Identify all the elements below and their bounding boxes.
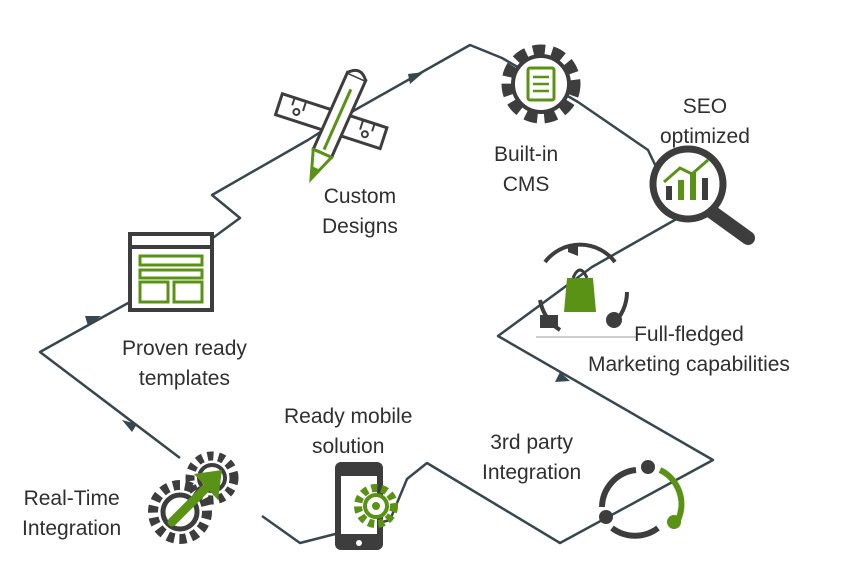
step-label-line: Built-in xyxy=(494,143,559,166)
mobile-gear-icon xyxy=(335,462,398,550)
marketing-cycle-icon xyxy=(536,242,637,338)
step-label-line: SEO xyxy=(682,95,728,118)
real-time-integration-gears-icon xyxy=(148,451,239,544)
step-label-line: Integration xyxy=(482,461,582,484)
seo-magnifier-chart-icon xyxy=(649,145,755,245)
step-label-proven-templates: Proven ready templates xyxy=(122,334,247,394)
step-label-built-in-cms: Built-in CMS xyxy=(494,140,558,200)
step-label-line: Proven ready xyxy=(122,337,247,360)
third-party-integration-icon xyxy=(599,460,685,539)
step-label-custom-designs: Custom Designs xyxy=(322,182,398,242)
flow-arrow-head xyxy=(408,72,424,84)
step-label-line: Designs xyxy=(322,215,398,238)
step-label-marketing: Full-fledged Marketing capabilities xyxy=(588,320,790,380)
step-label-line: Full-fledged xyxy=(634,323,744,346)
step-label-line: solution xyxy=(312,435,385,458)
pencil-ruler-icon xyxy=(273,68,389,183)
flow-arrow-head xyxy=(555,372,570,382)
step-label-seo-optimized: SEO optimized xyxy=(660,92,750,152)
step-label-line: 3rd party xyxy=(490,431,574,454)
step-label-line: Real-Time xyxy=(23,487,120,510)
step-label-line: CMS xyxy=(502,173,550,196)
step-label-line: Integration xyxy=(22,517,122,540)
step-label-line: templates xyxy=(138,367,230,390)
flow-arrow-head xyxy=(122,420,137,432)
step-label-line: optimized xyxy=(660,125,750,148)
step-label-line: Custom xyxy=(323,185,397,208)
step-label-line: Ready mobile xyxy=(284,405,413,428)
proven-templates-icon xyxy=(128,232,214,312)
step-label-real-time-integration: Real-Time Integration xyxy=(22,484,121,544)
step-label-mobile-solution: Ready mobile solution xyxy=(284,402,412,462)
flow-arrow-head xyxy=(85,316,101,326)
cms-gear-document-icon xyxy=(501,44,581,124)
step-label-third-party: 3rd party Integration xyxy=(482,428,581,488)
step-label-line: Marketing capabilities xyxy=(588,353,790,376)
